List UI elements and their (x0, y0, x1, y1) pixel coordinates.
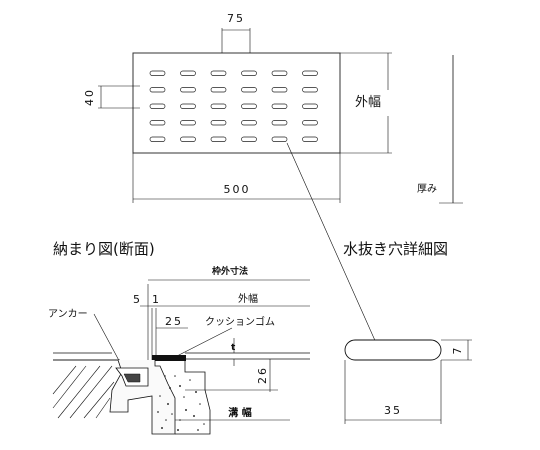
drain-slot (180, 103, 196, 109)
drain-slot (241, 103, 257, 109)
ground-hatch (52, 365, 115, 419)
drain-slot (149, 87, 166, 93)
drain-slot (241, 120, 257, 126)
dim-outer-width: 外幅 (340, 52, 392, 154)
drain-slot (302, 120, 318, 126)
drain-slot (241, 136, 257, 142)
section-title: 納まり図(断面) (53, 240, 155, 258)
dim-500-text: 500 (224, 183, 251, 196)
dim-40-text: 40 (83, 88, 96, 106)
dim-35-text: 35 (384, 404, 402, 417)
dim-slot-pitch-horizontal: 75 (221, 12, 251, 53)
drain-slot (149, 103, 166, 109)
drain-slot (271, 136, 288, 142)
hole-detail-title: 水抜き穴詳細図 (343, 240, 448, 258)
installation-section: 納まり図(断面) 枠外寸法 5 1 外幅 25 アンカー クッションゴム (48, 240, 310, 435)
drain-slot (302, 70, 318, 76)
t-label: t (231, 343, 236, 353)
frame-outer-label: 枠外寸法 (211, 265, 248, 277)
dim-5-text: 5 (133, 293, 140, 306)
drain-slot (271, 103, 288, 109)
drain-slot (149, 70, 166, 76)
slot-grid (149, 70, 318, 142)
dim-75-text: 75 (227, 12, 245, 25)
grate-plan-view: 75 40 外幅 500 厚み (83, 12, 463, 346)
dim-7-text: 7 (451, 348, 464, 355)
detail-leader-line (286, 142, 378, 346)
concrete-stipple (157, 375, 187, 431)
drain-slot (302, 103, 318, 109)
grate-section (152, 355, 186, 361)
drain-slot (210, 70, 227, 76)
anchor-label: アンカー (48, 308, 88, 320)
concrete-left (53, 359, 176, 435)
drain-slot (302, 136, 318, 142)
drain-slot (210, 120, 227, 126)
drain-slot (241, 87, 257, 93)
dim-slot-pitch-vertical: 40 (83, 85, 140, 109)
concrete-right (175, 359, 211, 435)
drain-slot (180, 136, 196, 142)
drain-slot (149, 120, 166, 126)
drain-slot (210, 136, 227, 142)
trench-width-label: 溝 幅 (228, 406, 251, 419)
outer-width-label: 外幅 (355, 95, 381, 110)
drain-slot (271, 120, 288, 126)
dim-1-text: 1 (152, 293, 159, 306)
drain-hole-shape (344, 339, 442, 361)
drain-slot (149, 136, 166, 142)
drain-slot (271, 87, 288, 93)
drain-slot (241, 70, 257, 76)
drain-slot (180, 70, 196, 76)
thickness-side-view: 厚み (417, 55, 463, 204)
section-outer-width-label: 外幅 (238, 292, 258, 305)
dim-25-text: 25 (165, 315, 183, 328)
drain-slot (271, 70, 288, 76)
cushion-rubber-label: クッションゴム (205, 315, 275, 328)
drain-slot (180, 120, 196, 126)
thickness-label: 厚み (417, 183, 437, 195)
drain-slot (302, 87, 318, 93)
drain-slot (210, 87, 227, 93)
grate-outline (132, 52, 341, 154)
dim-26-text: 26 (256, 366, 269, 384)
dim-length: 500 (132, 153, 341, 203)
drain-slot (210, 103, 227, 109)
drain-slot (180, 87, 196, 93)
drain-hole-detail: 水抜き穴詳細図 7 35 (343, 240, 472, 424)
